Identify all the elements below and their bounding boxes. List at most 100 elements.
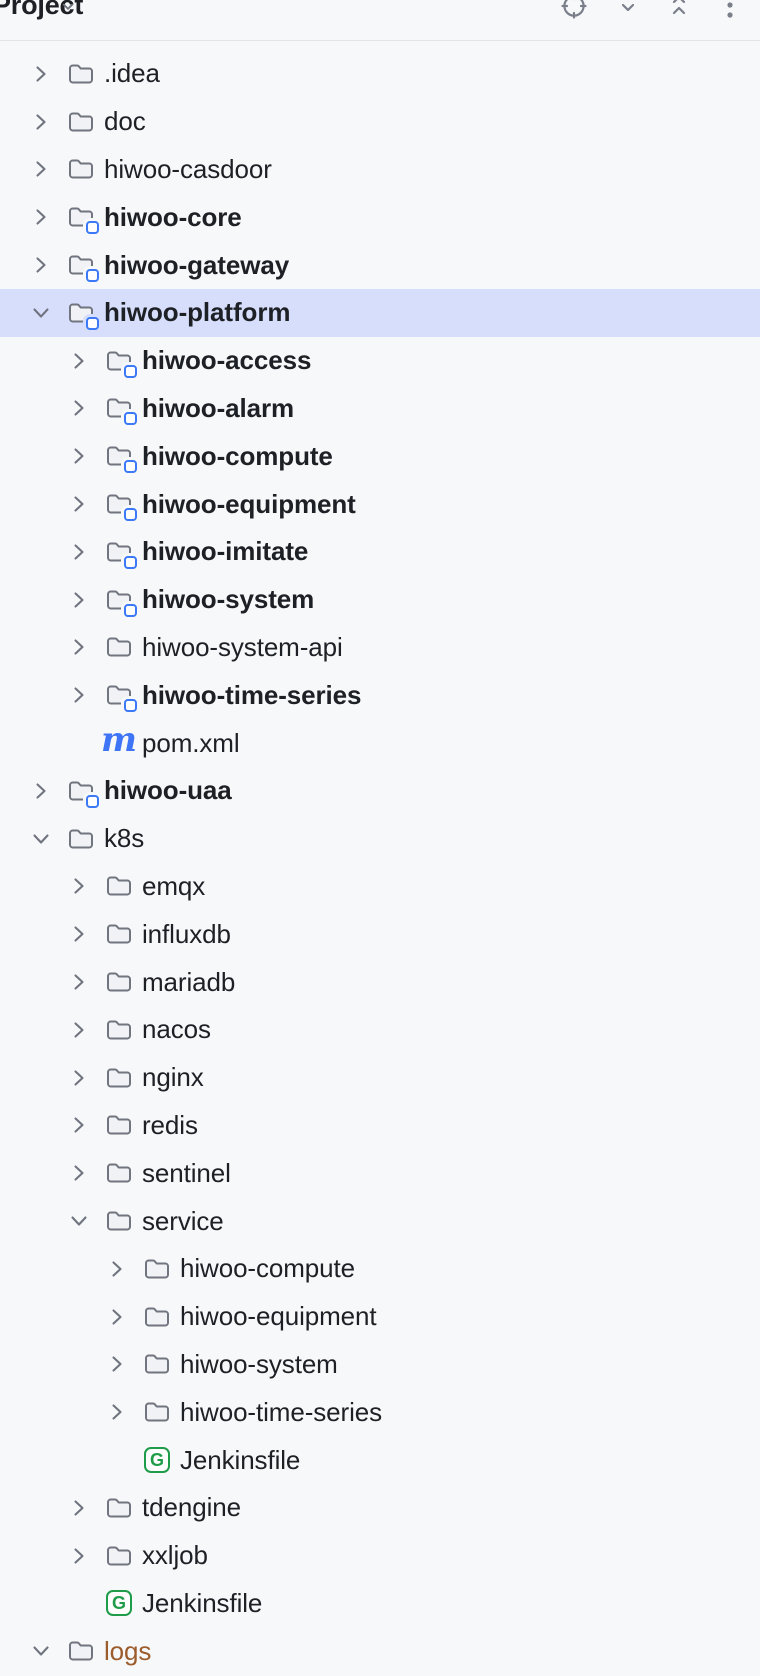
tree-row[interactable]: hiwoo-compute	[0, 1244, 760, 1293]
tree-row[interactable]: nginx	[0, 1053, 760, 1102]
chevron-icon[interactable]	[66, 969, 92, 995]
folder-icon	[104, 1493, 134, 1523]
chevron-icon[interactable]	[66, 1543, 92, 1569]
select-opened-file-icon[interactable]	[561, 0, 587, 19]
chevron-down-icon	[57, 0, 79, 23]
tree-row[interactable]: hiwoo-equipment	[0, 480, 760, 528]
tree-item-label: hiwoo-system-api	[142, 631, 343, 662]
tree-row[interactable]: hiwoo-gateway	[0, 241, 760, 289]
module-badge	[124, 699, 137, 713]
module-folder-icon	[104, 680, 137, 713]
chevron-icon[interactable]	[28, 778, 54, 804]
tree-row[interactable]: hiwoo-casdoor	[0, 145, 760, 194]
tree-row[interactable]: hiwoo-system	[0, 1340, 760, 1389]
collapse-all-icon[interactable]	[666, 0, 692, 17]
chevron-icon[interactable]	[28, 109, 54, 135]
tree-row[interactable]: hiwoo-core	[0, 193, 760, 242]
chevron-icon[interactable]	[66, 1065, 92, 1091]
chevron-icon[interactable]	[66, 1160, 92, 1186]
chevron-icon[interactable]	[66, 873, 92, 899]
chevron-icon[interactable]	[28, 61, 54, 87]
tree-row[interactable]: .idea	[0, 50, 760, 98]
more-options-icon[interactable]	[717, 0, 743, 18]
chevron-icon[interactable]	[104, 1256, 130, 1282]
folder-icon	[104, 1110, 134, 1140]
module-badge	[86, 794, 99, 808]
tree-item-label: hiwoo-system	[180, 1348, 338, 1379]
tree-row[interactable]: xxljob	[0, 1531, 760, 1580]
tree-item-label: hiwoo-imitate	[142, 536, 309, 567]
tree-row[interactable]: G Jenkinsfile	[0, 1436, 760, 1484]
tree-row[interactable]: sentinel	[0, 1149, 760, 1198]
folder-icon	[104, 871, 134, 901]
tree-row[interactable]: k8s	[0, 814, 760, 863]
tree-row[interactable]: influxdb	[0, 910, 760, 959]
chevron-icon[interactable]	[66, 1495, 92, 1521]
expand-all-icon[interactable]	[615, 0, 641, 17]
folder-icon	[104, 1541, 134, 1571]
chevron-icon[interactable]	[66, 682, 92, 708]
chevron-icon[interactable]	[66, 587, 92, 613]
chevron-icon[interactable]	[104, 1399, 130, 1425]
tree-row[interactable]: mariadb	[0, 958, 760, 1006]
tree-row[interactable]: G Jenkinsfile	[0, 1579, 760, 1628]
project-view-title: Project	[0, 0, 84, 20]
folder-icon	[66, 59, 96, 89]
tree-row[interactable]: m pom.xml	[0, 719, 760, 767]
module-folder-icon	[104, 393, 137, 426]
tree-row[interactable]: hiwoo-platform	[0, 288, 760, 337]
chevron-icon[interactable]	[28, 300, 54, 326]
chevron-icon[interactable]	[28, 204, 54, 230]
chevron-icon[interactable]	[66, 921, 92, 947]
tree-item-label: service	[142, 1205, 224, 1236]
tree-item-label: Jenkinsfile	[180, 1444, 301, 1475]
module-badge	[124, 508, 137, 522]
tree-item-label: influxdb	[142, 918, 231, 949]
tree-item-label: xxljob	[142, 1540, 208, 1571]
tree-row[interactable]: logs	[0, 1627, 760, 1676]
tree-row[interactable]: hiwoo-system	[0, 575, 760, 624]
chevron-icon[interactable]	[66, 1208, 92, 1234]
tree-row[interactable]: hiwoo-access	[0, 336, 760, 385]
tree-row[interactable]: tdengine	[0, 1483, 760, 1532]
folder-icon	[66, 1636, 96, 1666]
folder-icon	[104, 632, 134, 662]
tree-row[interactable]: emqx	[0, 862, 760, 911]
tree-row[interactable]: service	[0, 1197, 760, 1245]
chevron-icon[interactable]	[66, 539, 92, 565]
tree-row[interactable]: hiwoo-alarm	[0, 384, 760, 433]
folder-icon	[142, 1254, 172, 1284]
chevron-icon[interactable]	[66, 348, 92, 374]
tree-item-label: hiwoo-compute	[142, 440, 333, 471]
tree-item-label: hiwoo-core	[104, 201, 242, 232]
chevron-icon[interactable]	[104, 1304, 130, 1330]
tree-row[interactable]: doc	[0, 97, 760, 146]
tree-row[interactable]: nacos	[0, 1005, 760, 1054]
tree-row[interactable]: hiwoo-system-api	[0, 623, 760, 672]
chevron-icon[interactable]	[28, 252, 54, 278]
tree-row[interactable]: hiwoo-uaa	[0, 766, 760, 815]
tree-row[interactable]: hiwoo-time-series	[0, 1388, 760, 1437]
project-panel-header: Project	[0, 0, 760, 41]
tree-item-label: mariadb	[142, 966, 236, 997]
tree-row[interactable]: hiwoo-compute	[0, 432, 760, 481]
tree-item-label: hiwoo-equipment	[180, 1301, 377, 1332]
tree-item-label: hiwoo-uaa	[104, 775, 232, 806]
chevron-icon[interactable]	[66, 395, 92, 421]
chevron-icon[interactable]	[28, 156, 54, 182]
tree-item-label: sentinel	[142, 1157, 231, 1188]
tree-row[interactable]: redis	[0, 1101, 760, 1150]
tree-row[interactable]: hiwoo-imitate	[0, 527, 760, 576]
chevron-icon[interactable]	[28, 1638, 54, 1664]
chevron-icon[interactable]	[66, 1017, 92, 1043]
tree-item-label: nginx	[142, 1062, 204, 1093]
tree-item-label: hiwoo-access	[142, 345, 312, 376]
tree-row[interactable]: hiwoo-equipment	[0, 1292, 760, 1341]
chevron-icon[interactable]	[66, 1112, 92, 1138]
chevron-icon[interactable]	[28, 826, 54, 852]
chevron-icon[interactable]	[66, 443, 92, 469]
chevron-icon[interactable]	[66, 634, 92, 660]
chevron-icon[interactable]	[104, 1351, 130, 1377]
tree-row[interactable]: hiwoo-time-series	[0, 671, 760, 720]
chevron-icon[interactable]	[66, 491, 92, 517]
